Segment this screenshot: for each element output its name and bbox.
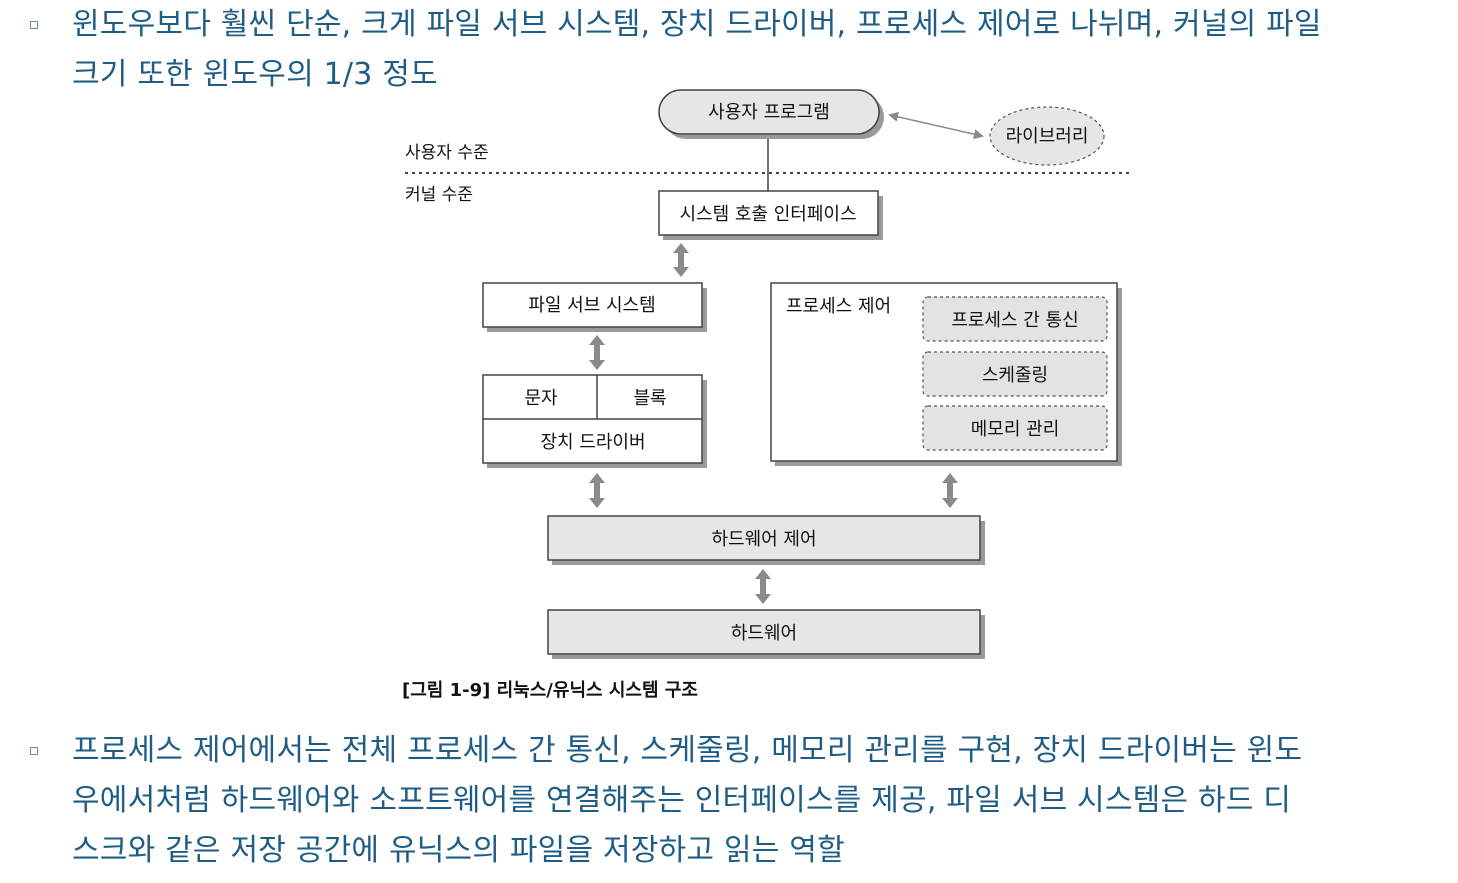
double-arrow xyxy=(589,473,605,508)
library-label: 라이브러리 xyxy=(1006,126,1089,147)
library-node: 라이브러리 xyxy=(989,106,1105,166)
double-arrow xyxy=(589,335,605,370)
ipc-label: 프로세스 간 통신 xyxy=(951,310,1078,331)
bullet-marker xyxy=(30,747,38,755)
paragraph-line: 크기 또한 윈도우의 1/3 정도 xyxy=(72,57,438,92)
hardware-label: 하드웨어 xyxy=(731,623,797,644)
scheduling-node: 스케줄링 xyxy=(922,351,1108,397)
figure-caption: [그림 1-9] 리눅스/유닉스 시스템 구조 xyxy=(402,680,698,701)
double-arrow xyxy=(673,243,689,277)
ipc-node: 프로세스 간 통신 xyxy=(922,296,1108,342)
kernel-level-label: 커널 수준 xyxy=(405,185,473,205)
file-subsystem-label: 파일 서브 시스템 xyxy=(528,295,655,316)
process-control-label: 프로세스 제어 xyxy=(786,296,891,317)
paragraph-line: 스크와 같은 저장 공간에 유닉스의 파일을 저장하고 읽는 역할 xyxy=(72,833,845,868)
paragraph-line: 프로세스 제어에서는 전체 프로세스 간 통신, 스케줄링, 메모리 관리를 구… xyxy=(72,733,1303,768)
syscall-interface-node: 시스템 호출 인터페이스 xyxy=(658,190,883,240)
syscall-interface-label: 시스템 호출 인터페이스 xyxy=(679,204,856,225)
block-label: 블록 xyxy=(633,388,666,409)
program-library-arrow xyxy=(888,111,984,140)
user-program-node: 사용자 프로그램 xyxy=(658,89,884,139)
file-subsystem-node: 파일 서브 시스템 xyxy=(482,282,707,332)
bullet-marker xyxy=(30,21,38,29)
hardware-control-label: 하드웨어 제어 xyxy=(711,529,816,550)
scheduling-label: 스케줄링 xyxy=(982,365,1048,386)
device-driver-node: 문자 블록 장치 드라이버 xyxy=(482,374,707,468)
device-driver-label: 장치 드라이버 xyxy=(540,432,645,453)
process-control-node: 프로세스 제어 프로세스 간 통신 스케줄링 메모리 관리 xyxy=(770,282,1122,466)
user-level-label: 사용자 수준 xyxy=(405,143,489,163)
memory-management-label: 메모리 관리 xyxy=(971,419,1060,440)
double-arrow xyxy=(755,569,771,604)
paragraph-summary: 윈도우보다 훨씬 단순, 크게 파일 서브 시스템, 장치 드라이버, 프로세스… xyxy=(72,0,1452,100)
memory-management-node: 메모리 관리 xyxy=(922,405,1108,451)
hardware-node: 하드웨어 xyxy=(547,609,985,659)
double-arrow xyxy=(942,473,958,508)
hardware-control-node: 하드웨어 제어 xyxy=(547,515,985,565)
character-label: 문자 xyxy=(524,388,558,409)
paragraph-line: 우에서처럼 하드웨어와 소프트웨어를 연결해주는 인터페이스를 제공, 파일 서… xyxy=(72,783,1292,818)
paragraph-details: 프로세스 제어에서는 전체 프로세스 간 통신, 스케줄링, 메모리 관리를 구… xyxy=(72,726,1452,876)
user-program-label: 사용자 프로그램 xyxy=(708,102,830,123)
paragraph-line: 윈도우보다 훨씬 단순, 크게 파일 서브 시스템, 장치 드라이버, 프로세스… xyxy=(72,7,1322,42)
